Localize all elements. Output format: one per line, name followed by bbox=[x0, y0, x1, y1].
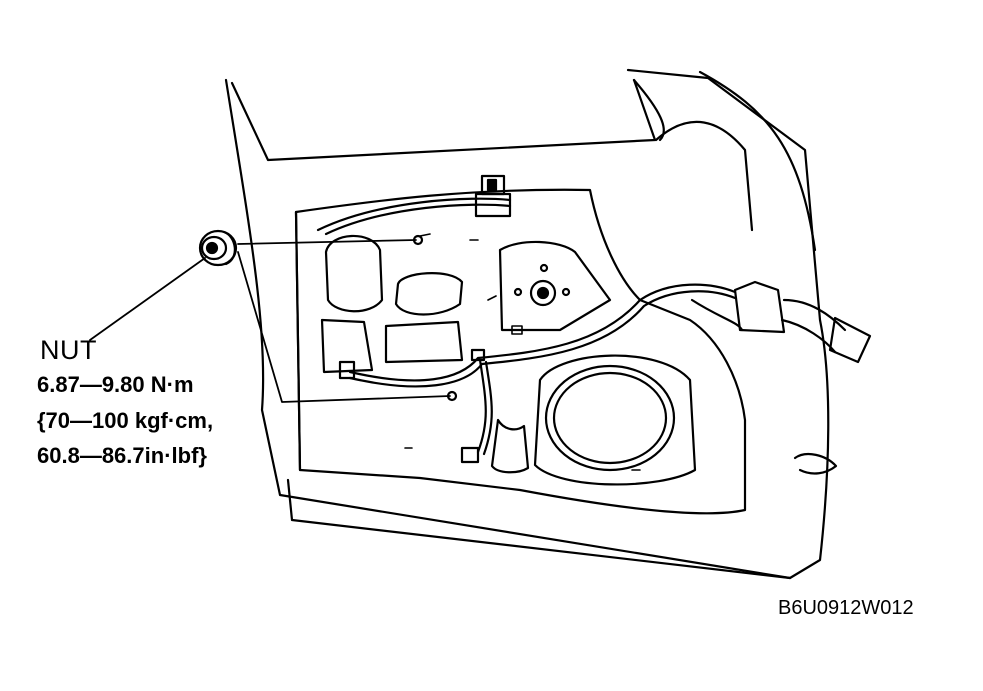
panel-details bbox=[404, 233, 641, 471]
upper-bracket bbox=[474, 174, 512, 218]
nut-leader-lines bbox=[89, 239, 451, 403]
nut-label: NUT bbox=[40, 335, 97, 365]
torque-spec-nm: 6.87—9.80 N·m bbox=[37, 372, 194, 397]
wiring-harness bbox=[338, 283, 737, 464]
access-holes bbox=[320, 234, 530, 474]
hinge-connector bbox=[690, 280, 872, 475]
torque-spec-kgfcm: {70—100 kgf·cm, bbox=[37, 408, 214, 433]
window-frame bbox=[230, 70, 817, 252]
regulator-motor-plate bbox=[498, 240, 612, 332]
torque-spec-inlbf: 60.8—86.7in·lbf} bbox=[37, 443, 207, 468]
figure-code: B6U0912W012 bbox=[778, 597, 914, 619]
door-outer-body bbox=[224, 68, 830, 580]
regulator-bar bbox=[316, 197, 512, 236]
inner-panel-outline bbox=[294, 188, 747, 515]
speaker-opening bbox=[533, 354, 697, 486]
nut-icon bbox=[198, 229, 238, 267]
